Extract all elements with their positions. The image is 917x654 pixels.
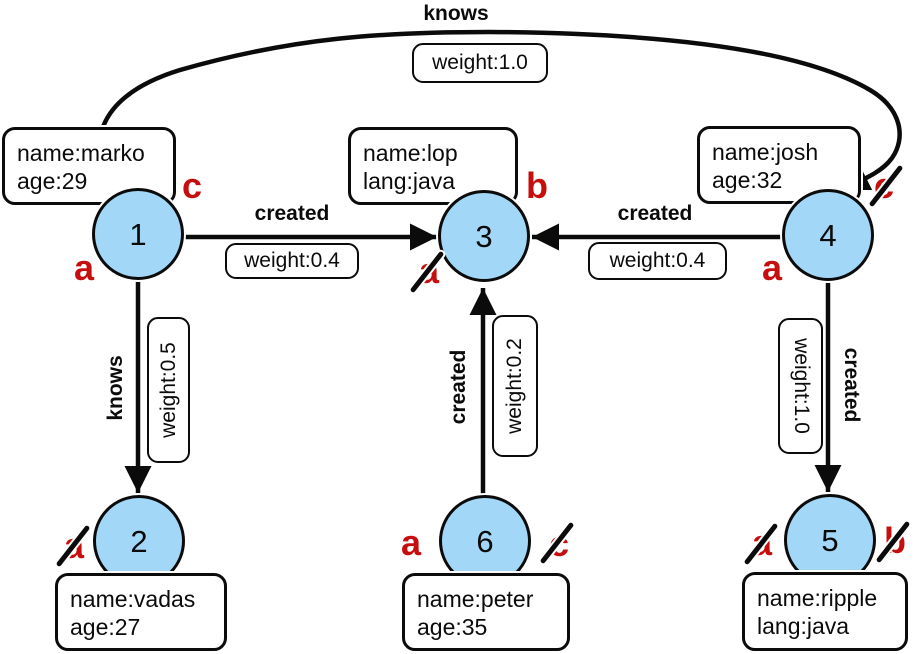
edge-knows-1-4 (96, 29, 902, 214)
properties-box-vertex-6: name:peter age:35 (402, 573, 570, 651)
vertex-3-id: 3 (475, 218, 493, 254)
vertex-4: 4 (782, 189, 874, 281)
vertex-6: 6 (439, 495, 531, 587)
edge-label-created-1-3: created (254, 202, 330, 225)
property-line: name:vadas (70, 586, 196, 612)
step-label-v3-b: b (526, 165, 548, 206)
vertex-6-id: 6 (476, 523, 494, 559)
properties-box-vertex-4: name:josh age:32 (697, 126, 861, 204)
property-line: lang:java (757, 613, 850, 639)
weight-value: weight:0.4 (244, 249, 340, 272)
weight-badge-created-1-3: weight:0.4 (225, 243, 359, 279)
weight-badge-knows-1-4: weight:1.0 (412, 43, 548, 83)
edge-label-created-4-3: created (617, 202, 693, 225)
vertex-2-id: 2 (130, 523, 148, 559)
property-line: name:lop (363, 140, 458, 166)
properties-box-vertex-2: name:vadas age:27 (55, 573, 227, 651)
properties-box-vertex-3: name:lop lang:java (348, 127, 518, 205)
property-line: age:35 (417, 614, 488, 640)
weight-value: weight:0.5 (156, 342, 180, 438)
property-line: name:peter (417, 586, 534, 612)
weight-badge-knows-1-2: weight:0.5 (147, 317, 190, 463)
properties-box-vertex-5: name:ripple lang:java (742, 572, 908, 651)
vertex-1-id: 1 (129, 216, 147, 252)
vertex-3: 3 (438, 190, 530, 282)
edge-label-created-6-3: created (447, 349, 470, 425)
step-label-v1-c: c (181, 165, 203, 206)
vertex-5-id: 5 (821, 522, 839, 558)
property-line: name:ripple (757, 585, 878, 611)
weight-badge-created-4-5: weight:1.0 (778, 318, 823, 454)
property-line: name:josh (712, 139, 819, 165)
step-label-v1-a: a (73, 247, 95, 288)
edge-label-created-4-5: created (840, 347, 863, 423)
property-line: lang:java (363, 168, 456, 194)
vertex-1: 1 (92, 188, 184, 280)
weight-value: weight:0.2 (503, 338, 527, 434)
property-line: age:29 (17, 168, 88, 194)
weight-badge-created-6-3: weight:0.2 (492, 315, 538, 457)
edge-label-knows-1-2: knows (104, 355, 127, 421)
vertex-4-id: 4 (819, 217, 837, 253)
step-label-v4-a: a (761, 247, 783, 288)
step-label-v6-a: a (400, 522, 422, 563)
weight-value: weight:0.4 (609, 249, 706, 272)
property-line: age:27 (70, 614, 141, 640)
weight-value: weight:1.0 (432, 51, 528, 74)
property-line: name:marko (17, 140, 145, 166)
weight-value: weight:1.0 (789, 338, 813, 434)
property-line: age:32 (712, 167, 783, 193)
edge-label-knows-1-4: knows (423, 2, 489, 25)
weight-badge-created-4-3: weight:0.4 (588, 242, 727, 280)
